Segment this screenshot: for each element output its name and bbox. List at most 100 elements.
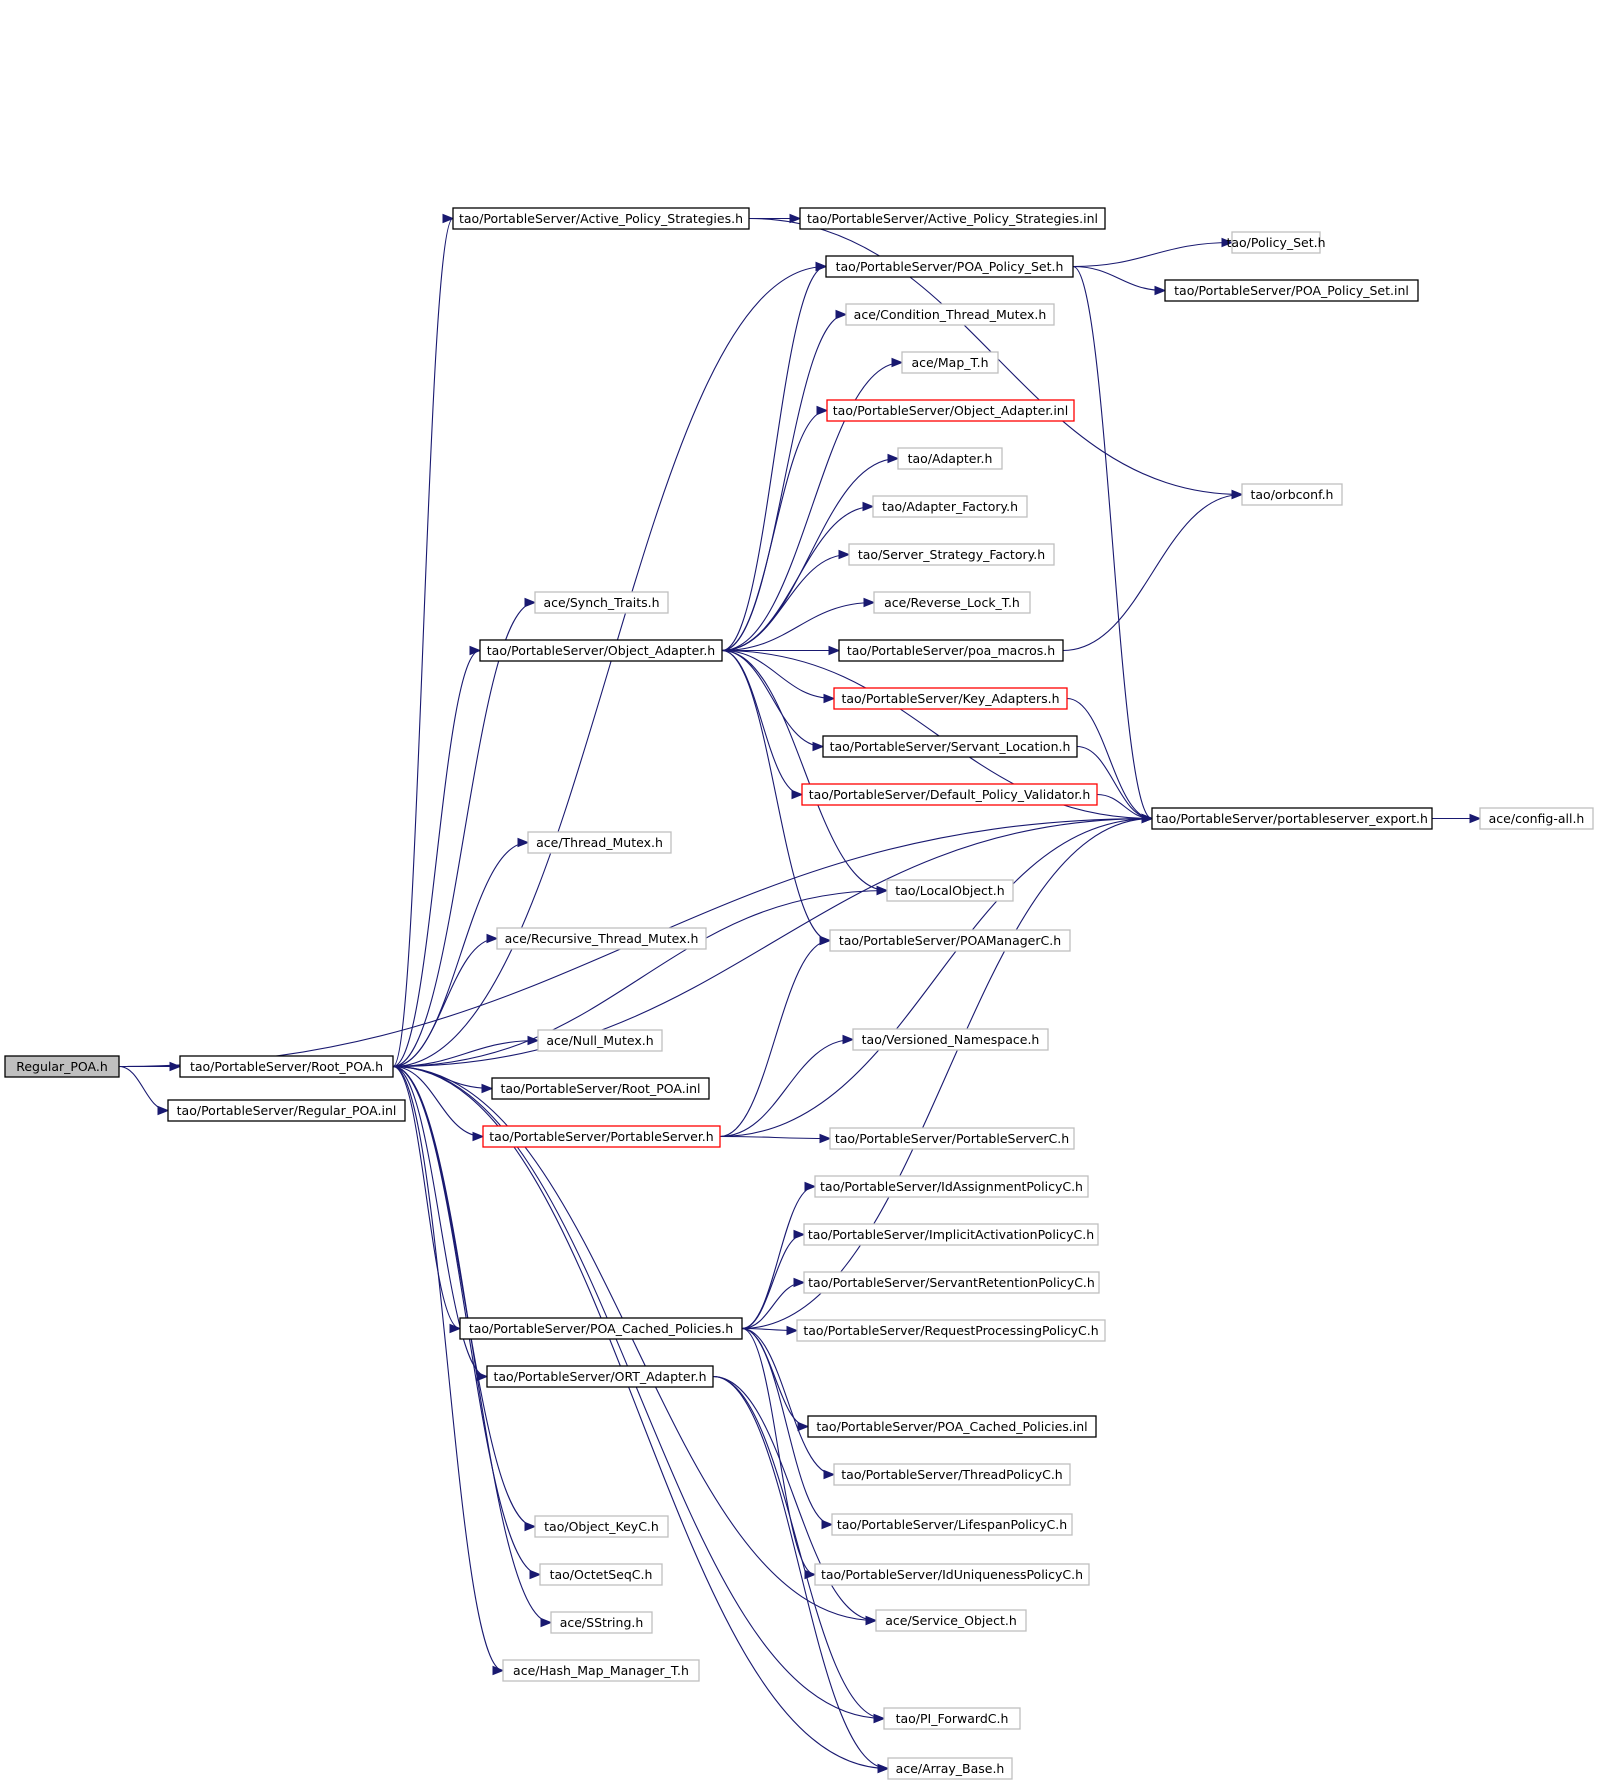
node-label: tao/PortableServer/POA_Cached_Policies.h [469,1321,733,1336]
node-box [459,1317,743,1340]
node-tao-portableserver-root-poa-h[interactable]: tao/PortableServer/Root_POA.h [179,1055,394,1078]
node-box [887,1757,1013,1780]
node-box [838,639,1064,662]
edge-line [741,1327,835,1476]
node-label: tao/PortableServer/PortableServerC.h [835,1131,1069,1146]
node-tao-portableserver-portableserverc-h[interactable]: tao/PortableServer/PortableServerC.h [829,1127,1075,1150]
node-ace-synch-traits-h[interactable]: ace/Synch_Traits.h [534,591,669,614]
node-box [527,831,672,854]
node-ace-null-mutex-h[interactable]: ace/Null_Mutex.h [537,1029,663,1052]
node-ace-array-base-h[interactable]: ace/Array_Base.h [887,1757,1013,1780]
edge-n17-to-n19 [721,649,836,704]
node-label: tao/PortableServer/Active_Policy_Strateg… [459,211,743,226]
node-label: tao/PortableServer/Key_Adapters.h [841,691,1059,706]
node-tao-portableserver-poa-cached-policies-inl[interactable]: tao/PortableServer/POA_Cached_Policies.i… [807,1415,1097,1438]
edge-line [719,1038,854,1138]
node-ace-thread-mutex-h[interactable]: ace/Thread_Mutex.h [527,831,672,854]
node-label: ace/Null_Mutex.h [546,1033,653,1048]
node-ace-reverse-lock-t-h[interactable]: ace/Reverse_Lock_T.h [873,591,1031,614]
node-tao-portableserver-root-poa-inl[interactable]: tao/PortableServer/Root_POA.inl [491,1077,710,1100]
node-label: tao/PortableServer/ServantRetentionPolic… [808,1275,1095,1290]
node-ace-sstring-h[interactable]: ace/SString.h [550,1611,653,1634]
node-label: tao/PortableServer/Root_POA.inl [500,1081,700,1096]
node-ace-map-t-h[interactable]: ace/Map_T.h [901,351,999,374]
node-box [801,783,1098,806]
node-tao-portableserver-key-adapters-h[interactable]: tao/PortableServer/Key_Adapters.h [833,687,1068,710]
node-box [491,1077,710,1100]
edge-line [1062,493,1243,652]
node-tao-portableserver-idassignmentpolicyc-h[interactable]: tao/PortableServer/IdAssignmentPolicyC.h [814,1175,1089,1198]
node-label: Regular_POA.h [16,1059,108,1074]
edge-n1-to-n3 [392,213,455,1068]
node-tao-localobject-h[interactable]: tao/LocalObject.h [886,879,1014,902]
edge-line [392,649,481,1068]
arrowhead-icon [786,1325,799,1336]
node-label: tao/PortableServer/ThreadPolicyC.h [841,1467,1062,1482]
node-box [502,1659,700,1682]
node-tao-portableserver-poa-policy-set-h[interactable]: tao/PortableServer/POA_Policy_Set.h [825,255,1074,278]
node-ace-recursive-thread-mutex-h[interactable]: ace/Recursive_Thread_Mutex.h [496,927,707,950]
node-tao-portableserver-object-adapter-h[interactable]: tao/PortableServer/Object_Adapter.h [479,639,723,662]
arrowhead-icon [789,213,802,224]
node-label: tao/PortableServer/LifespanPolicyC.h [837,1517,1067,1532]
node-ace-service-object-h[interactable]: ace/Service_Object.h [875,1609,1027,1632]
edge-line [392,265,827,1068]
node-tao-object-keyc-h[interactable]: tao/Object_KeyC.h [534,1515,669,1538]
node-tao-portableserver-poa-policy-set-inl[interactable]: tao/PortableServer/POA_Policy_Set.inl [1164,279,1419,302]
node-label: tao/PortableServer/poa_macros.h [847,643,1055,658]
node-tao-portableserver-portableserver-h[interactable]: tao/PortableServer/PortableServer.h [482,1125,721,1148]
node-tao-portableserver-lifespanpolicyc-h[interactable]: tao/PortableServer/LifespanPolicyC.h [831,1513,1073,1536]
node-tao-portableserver-portableserver-export-h[interactable]: tao/PortableServer/portableserver_export… [1151,807,1433,830]
node-tao-portableserver-active-policy-strategies-inl[interactable]: tao/PortableServer/Active_Policy_Strateg… [799,207,1106,230]
node-box [452,207,750,230]
node-tao-portableserver-poa-macros-h[interactable]: tao/PortableServer/poa_macros.h [838,639,1064,662]
node-tao-portableserver-poa-cached-policies-h[interactable]: tao/PortableServer/POA_Cached_Policies.h [459,1317,743,1340]
arrowhead-icon [472,1131,485,1142]
node-tao-orbconf-h[interactable]: tao/orbconf.h [1241,483,1343,506]
node-box [822,735,1078,758]
node-label: tao/Adapter_Factory.h [882,499,1018,514]
node-tao-portableserver-poamanagerc-h[interactable]: tao/PortableServer/POAManagerC.h [829,929,1071,952]
node-tao-adapter-h[interactable]: tao/Adapter.h [897,447,1003,470]
edge-n31-to-n29 [719,1034,855,1138]
node-layer: Regular_POA.h tao/PortableServer/Root_POA… [4,207,1594,1780]
node-tao-portableserver-threadpolicyc-h[interactable]: tao/PortableServer/ThreadPolicyC.h [833,1463,1071,1486]
node-tao-adapter-factory-h[interactable]: tao/Adapter_Factory.h [872,495,1028,518]
node-tao-octetseqc-h[interactable]: tao/OctetSeqC.h [539,1563,663,1586]
arrowhead-icon [157,1105,170,1116]
node-tao-pi-forwardc-h[interactable]: tao/PI_ForwardC.h [883,1707,1021,1730]
node-tao-portableserver-servantretentionpolicyc-h[interactable]: tao/PortableServer/ServantRetentionPolic… [803,1271,1100,1294]
node-box [852,1028,1049,1051]
node-label: tao/PortableServer/Regular_POA.inl [177,1103,397,1118]
node-tao-portableserver-ort-adapter-h[interactable]: tao/PortableServer/ORT_Adapter.h [486,1365,714,1388]
node-tao-portableserver-object-adapter-inl[interactable]: tao/PortableServer/Object_Adapter.inl [826,399,1075,422]
arrowhead-icon [524,1521,537,1532]
node-tao-versioned-namespace-h[interactable]: tao/Versioned_Namespace.h [852,1028,1049,1051]
edge-n36-to-n22 [741,813,1154,1330]
node-tao-portableserver-requestprocessingpolicyc-h[interactable]: tao/PortableServer/RequestProcessingPoli… [796,1319,1106,1342]
node-tao-policy-set-h[interactable]: tao/Policy_Set.h [1226,231,1326,254]
edge-n5-to-n22 [1072,265,1154,824]
node-label: tao/Server_Strategy_Factory.h [858,547,1045,562]
node-tao-portableserver-active-policy-strategies-h[interactable]: tao/PortableServer/Active_Policy_Strateg… [452,207,750,230]
node-ace-hash-map-manager-t-h[interactable]: ace/Hash_Map_Manager_T.h [502,1659,700,1682]
node-label: tao/Policy_Set.h [1226,235,1325,250]
node-label: tao/PortableServer/POA_Policy_Set.h [836,259,1064,274]
node-box [179,1055,394,1078]
node-tao-portableserver-implicitactivationpolicyc-h[interactable]: tao/PortableServer/ImplicitActivationPol… [803,1223,1099,1246]
node-tao-portableserver-regular-poa-inl[interactable]: tao/PortableServer/Regular_POA.inl [167,1099,406,1122]
node-tao-portableserver-servant-location-h[interactable]: tao/PortableServer/Servant_Location.h [822,735,1078,758]
edge-n31-to-n32 [719,1133,832,1144]
node-ace-condition-thread-mutex-h[interactable]: ace/Condition_Thread_Mutex.h [845,303,1055,326]
node-tao-portableserver-default-policy-validator-h[interactable]: tao/PortableServer/Default_Policy_Valida… [801,783,1098,806]
node-tao-server-strategy-factory-h[interactable]: tao/Server_Strategy_Factory.h [848,543,1055,566]
node-label: ace/Reverse_Lock_T.h [884,595,1020,610]
node-tao-portableserver-iduniquenesspolicyc-h[interactable]: tao/PortableServer/IdUniquenessPolicyC.h [814,1563,1090,1586]
arrowhead-icon [865,1615,878,1626]
edge-n5-to-n6 [1072,237,1234,268]
arrowhead-icon [1221,237,1234,248]
node-box [539,1563,663,1586]
node-ace-config-all-h[interactable]: ace/config-all.h [1479,807,1594,830]
edge-line [741,1281,805,1330]
